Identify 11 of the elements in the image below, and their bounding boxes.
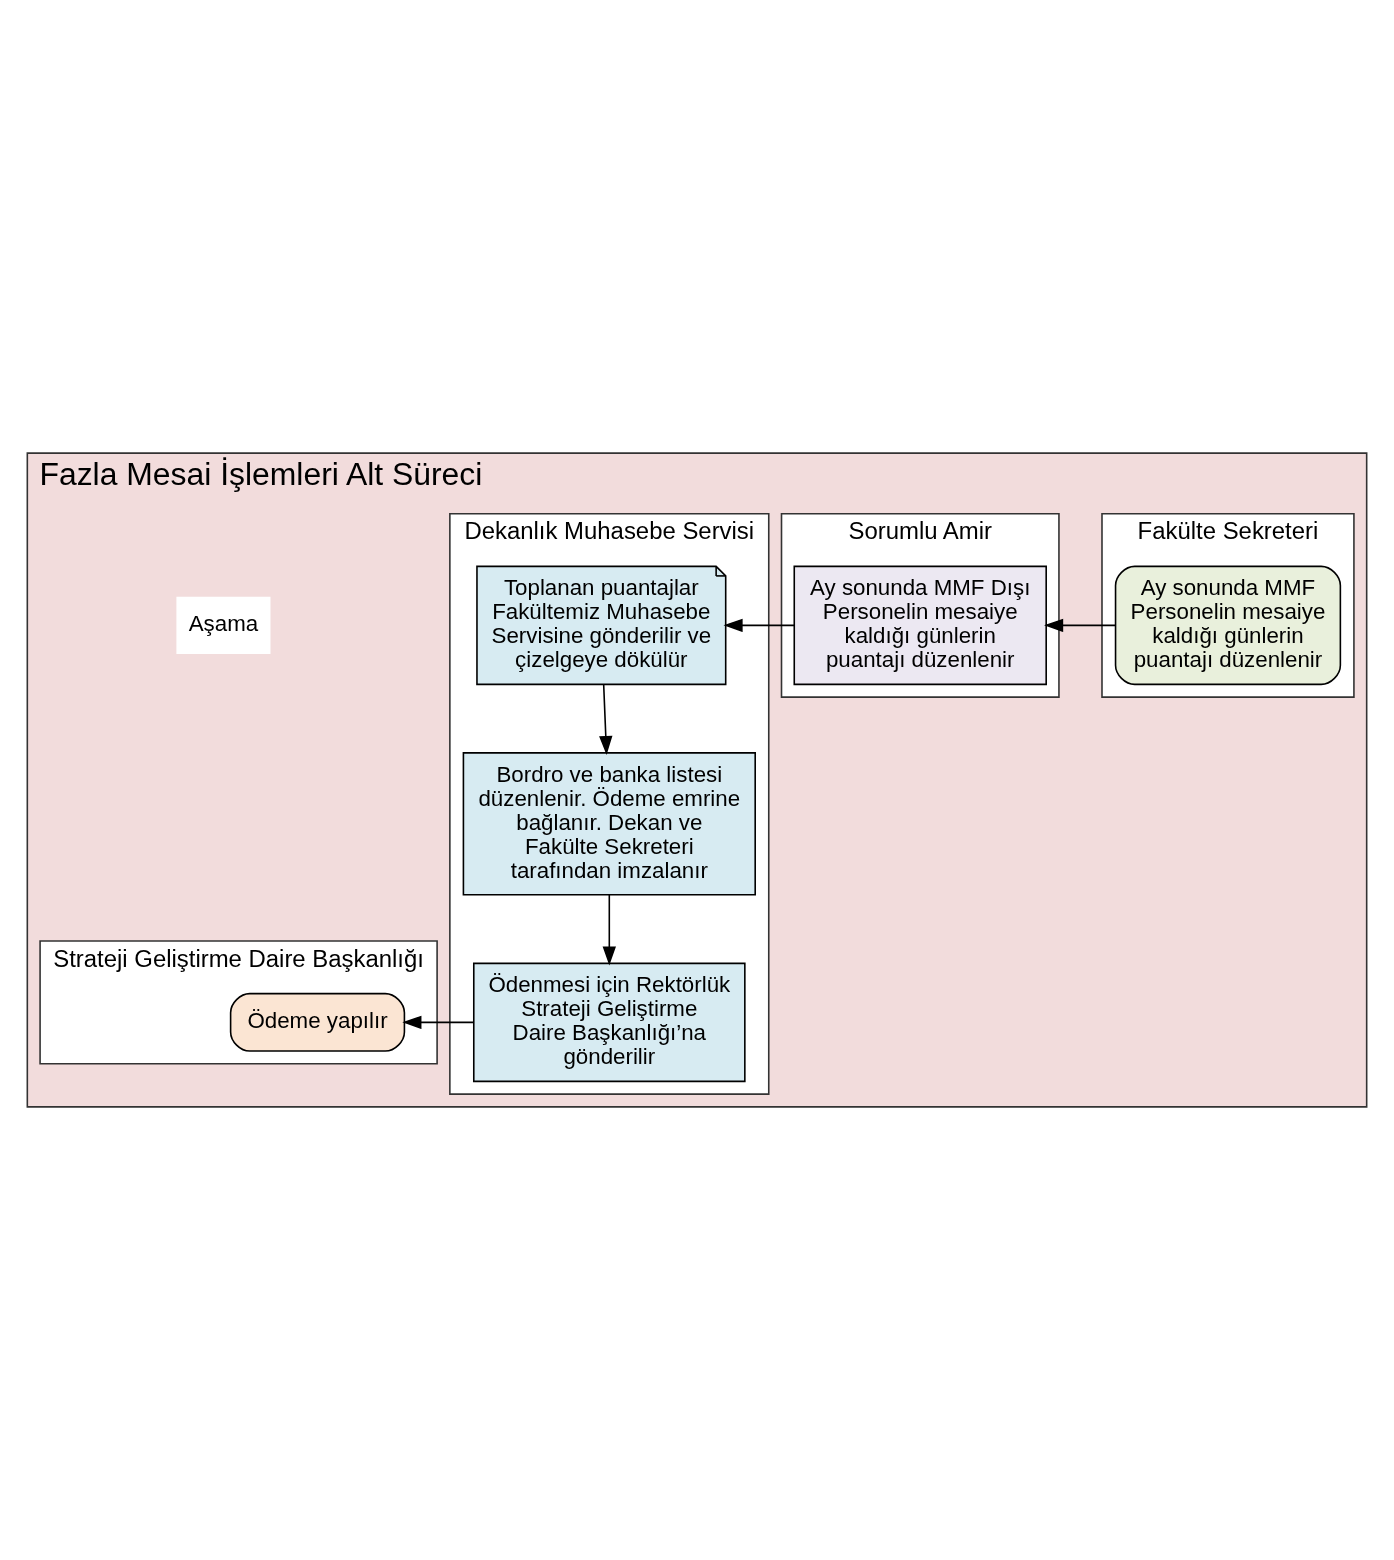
node-box: Bordro ve banka listesi düzenlenir. Ödeme emrine bağlanır. Dekan ve Fakülte Sekreteri tarafından imzalanır [462,752,756,896]
arrow [402,1015,475,1030]
node-box: Ödenmesi için Rektörlük Strateji Geliştirme Daire Başkanlığı’na gönderilir [472,962,746,1083]
arrow [1044,618,1116,633]
node-box: Ay sonunda MMF Dışı Personelin mesaiye kaldığı günlerin puantajı düzenlenir [793,565,1047,686]
label: Aşama [188,611,259,637]
node-box: Ay sonunda MMF Personelin mesaiye kaldığı günlerin puantajı düzenlenir [1114,565,1342,686]
arrow [723,618,795,633]
node-box: Ödeme yapılır [229,992,406,1052]
arrow [599,683,613,756]
arrow [602,894,616,966]
